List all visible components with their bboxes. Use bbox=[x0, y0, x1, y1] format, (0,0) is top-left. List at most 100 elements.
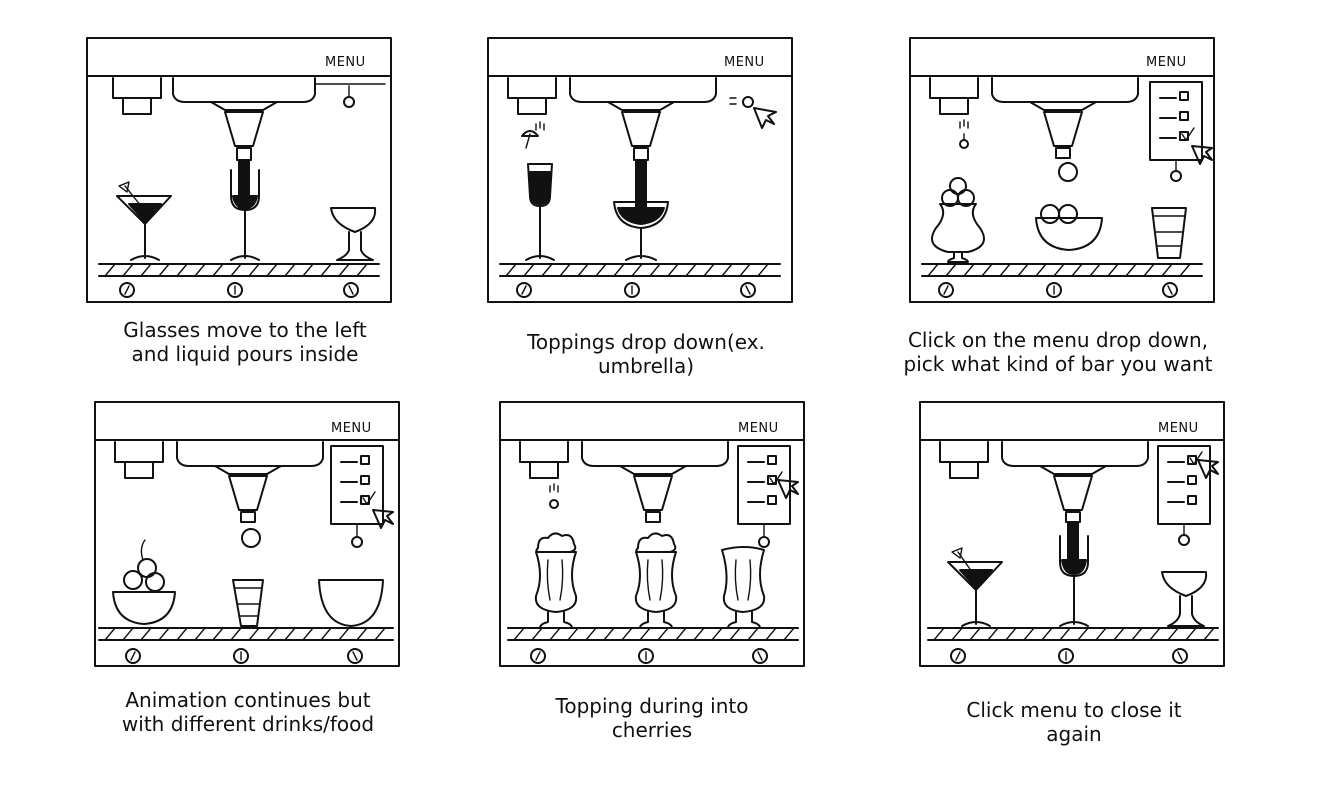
cursor-icon bbox=[753, 107, 777, 129]
umbrella-topping bbox=[521, 130, 539, 137]
empty-glass bbox=[330, 207, 377, 233]
pour-machine bbox=[581, 441, 729, 467]
menu-knob bbox=[742, 96, 754, 108]
nozzle bbox=[224, 111, 264, 147]
wheel bbox=[227, 282, 243, 298]
pour-machine bbox=[176, 441, 324, 467]
martini-glass bbox=[947, 561, 1003, 591]
storyboard-panel-2: MENU bbox=[486, 36, 796, 306]
frame bbox=[86, 37, 392, 303]
cone-cup bbox=[232, 579, 264, 627]
falling-scoop bbox=[241, 528, 261, 548]
ice-cream-scoop bbox=[1040, 204, 1060, 224]
panel-2-sketch: MENU bbox=[487, 37, 793, 303]
wheel bbox=[516, 282, 532, 298]
menu-dropdown[interactable] bbox=[737, 445, 791, 525]
menu-knob bbox=[1170, 170, 1182, 182]
cursor-icon bbox=[777, 479, 799, 499]
menu-button[interactable]: MENU bbox=[724, 55, 765, 70]
menu-knob bbox=[1178, 534, 1190, 546]
menu-button[interactable]: MENU bbox=[1146, 55, 1187, 70]
float-glass bbox=[721, 546, 766, 613]
panel-3-sketch: MENU bbox=[909, 37, 1215, 303]
wheel bbox=[1046, 282, 1062, 298]
martini-glass bbox=[116, 195, 172, 225]
menu-knob bbox=[351, 536, 363, 548]
topping-dispenser bbox=[112, 77, 162, 99]
cursor-icon bbox=[1191, 145, 1213, 165]
check-icon bbox=[362, 491, 376, 505]
panel-5-sketch: MENU bbox=[499, 401, 805, 667]
topping-dispenser bbox=[519, 441, 569, 463]
menu-button[interactable]: MENU bbox=[1158, 421, 1199, 436]
menu-option-checkbox[interactable] bbox=[767, 455, 777, 465]
falling-scoop bbox=[1058, 162, 1078, 182]
caption-3: Click on the menu drop down, pick what k… bbox=[903, 328, 1213, 376]
falling-topping bbox=[959, 139, 969, 149]
topping-dispenser bbox=[929, 77, 979, 99]
float-glass bbox=[634, 551, 678, 613]
pour-machine bbox=[1001, 441, 1149, 467]
ice-cream-scoop bbox=[949, 177, 967, 195]
falling-cherry bbox=[549, 499, 559, 509]
menu-option-checkbox[interactable] bbox=[1179, 91, 1189, 101]
caption-2: Toppings drop down(ex. umbrella) bbox=[527, 330, 765, 378]
wheel bbox=[752, 648, 768, 664]
cone-cup bbox=[1151, 207, 1187, 259]
storyboard-panel-6: MENU bbox=[918, 400, 1228, 670]
menu-option-checkbox[interactable] bbox=[360, 475, 370, 485]
topping-dispenser bbox=[114, 441, 164, 463]
wheel bbox=[938, 282, 954, 298]
check-icon bbox=[1189, 451, 1203, 465]
panel-4-sketch: MENU bbox=[94, 401, 400, 667]
wheel bbox=[119, 282, 135, 298]
menu-knob bbox=[343, 96, 355, 108]
sundae-glass bbox=[931, 203, 985, 253]
wheel bbox=[740, 282, 756, 298]
nozzle bbox=[1043, 111, 1083, 147]
menu-button[interactable]: MENU bbox=[738, 421, 779, 436]
bowl bbox=[112, 591, 176, 625]
wheel bbox=[347, 648, 363, 664]
panel-6-sketch: MENU bbox=[919, 401, 1225, 667]
wheel bbox=[530, 648, 546, 664]
storyboard-panel-1: MENU bbox=[85, 36, 395, 306]
menu-dropdown[interactable] bbox=[330, 445, 384, 525]
menu-dropdown[interactable] bbox=[1149, 81, 1203, 161]
storyboard-panel-3: MENU bbox=[908, 36, 1218, 306]
caption-1: Glasses move to the left and liquid pour… bbox=[123, 318, 367, 366]
nozzle bbox=[1053, 475, 1093, 511]
wheel bbox=[624, 282, 640, 298]
wheel bbox=[343, 282, 359, 298]
float-glass bbox=[534, 551, 578, 613]
panel-1-sketch: MENU bbox=[86, 37, 392, 303]
caption-5: Topping during into cherries bbox=[555, 694, 749, 742]
pour-machine bbox=[991, 77, 1139, 103]
menu-option-checkbox[interactable] bbox=[767, 495, 777, 505]
pour-machine bbox=[569, 77, 717, 103]
caption-6: Click menu to close it again bbox=[966, 698, 1182, 746]
bowl bbox=[1035, 217, 1103, 251]
menu-option-checkbox[interactable] bbox=[1179, 111, 1189, 121]
menu-option-checkbox[interactable] bbox=[360, 455, 370, 465]
nozzle bbox=[228, 475, 268, 511]
menu-option-checkbox[interactable] bbox=[1187, 495, 1197, 505]
float-foam bbox=[535, 532, 577, 553]
cursor-icon bbox=[372, 509, 394, 529]
storyboard-panel-4: MENU bbox=[93, 400, 403, 670]
menu-dropdown[interactable] bbox=[1157, 445, 1211, 525]
wheel bbox=[950, 648, 966, 664]
bowl bbox=[318, 579, 384, 627]
check-icon bbox=[1181, 127, 1195, 141]
wheel bbox=[233, 648, 249, 664]
menu-option-checkbox[interactable] bbox=[1187, 475, 1197, 485]
pour-machine bbox=[172, 77, 316, 103]
caption-4: Animation continues but with different d… bbox=[121, 688, 375, 736]
umbrella-topping bbox=[118, 181, 130, 193]
menu-button[interactable]: MENU bbox=[331, 421, 372, 436]
wheel bbox=[1058, 648, 1074, 664]
menu-button[interactable]: MENU bbox=[325, 55, 366, 70]
storyboard-panel-5: MENU bbox=[498, 400, 808, 670]
wheel bbox=[125, 648, 141, 664]
wheel bbox=[638, 648, 654, 664]
